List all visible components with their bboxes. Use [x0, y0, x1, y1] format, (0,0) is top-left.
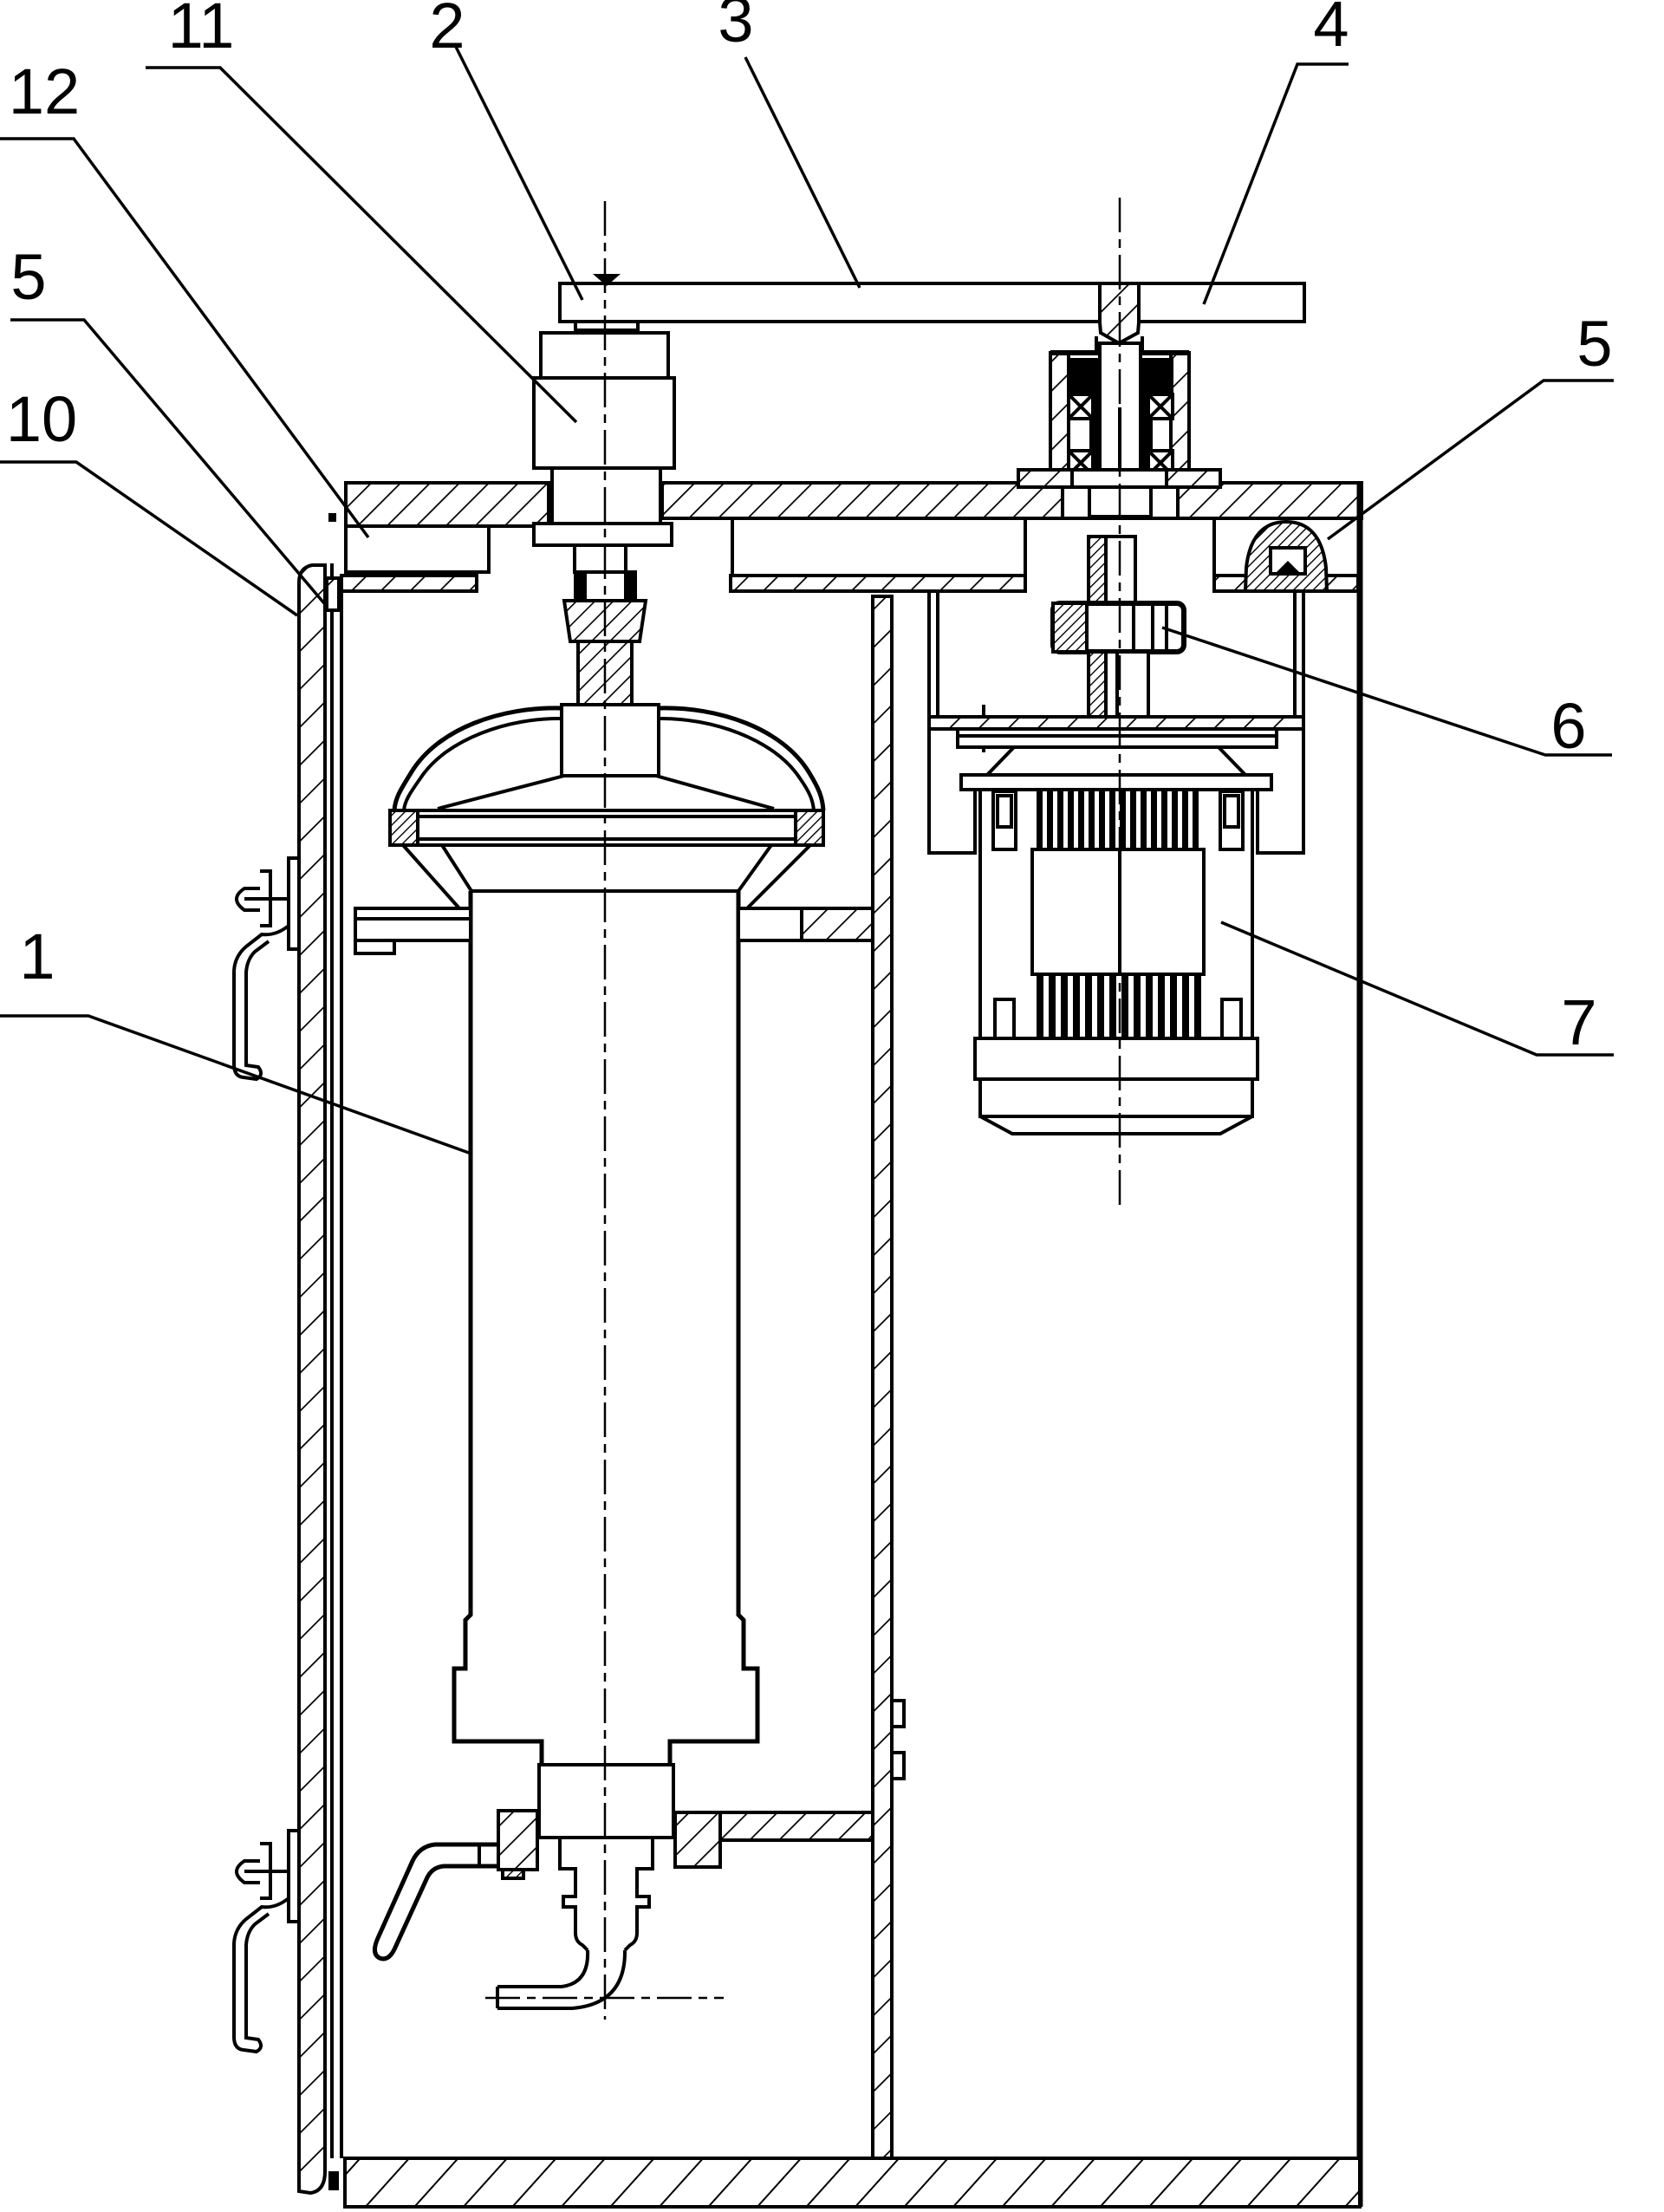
svg-text:11: 11: [168, 0, 235, 62]
svg-text:5: 5: [1576, 308, 1612, 380]
svg-text:10: 10: [6, 383, 77, 455]
svg-text:4: 4: [1313, 0, 1349, 60]
svg-text:12: 12: [9, 55, 80, 127]
svg-text:2: 2: [429, 0, 465, 62]
svg-text:7: 7: [1561, 986, 1596, 1058]
svg-text:5: 5: [10, 241, 46, 313]
svg-text:1: 1: [19, 921, 55, 992]
svg-text:3: 3: [718, 0, 753, 55]
svg-text:6: 6: [1550, 690, 1586, 762]
